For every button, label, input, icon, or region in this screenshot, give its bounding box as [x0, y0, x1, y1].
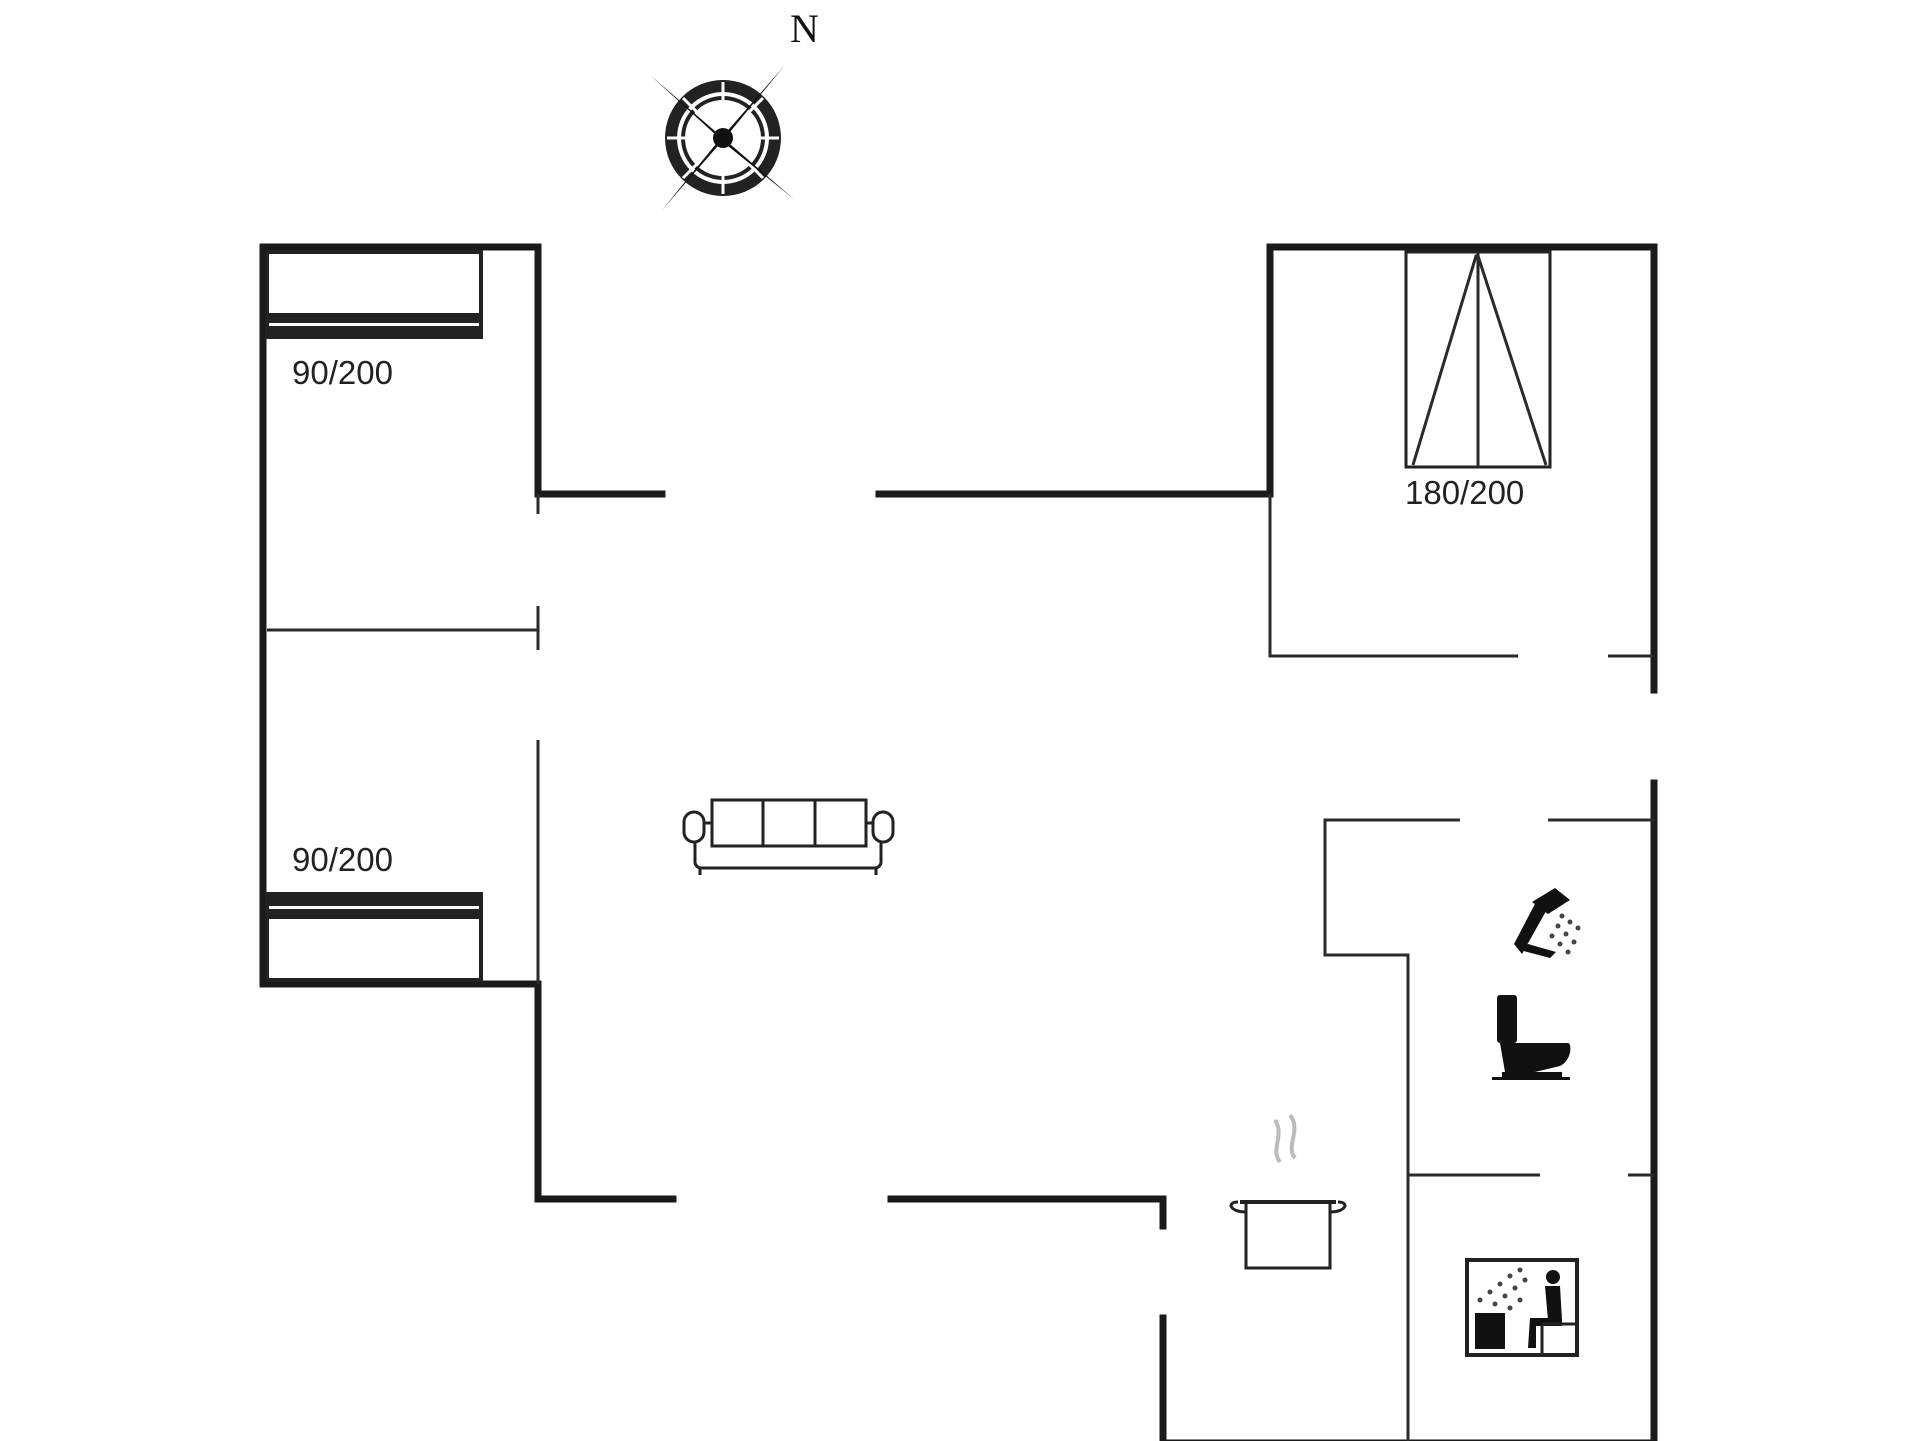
bed-size-label-top-left: 90/200	[292, 354, 393, 391]
bed-top-right	[1404, 250, 1552, 469]
compass-rose-icon	[650, 65, 795, 210]
sofa-icon	[682, 798, 895, 875]
shower-icon	[1514, 888, 1581, 958]
bed-size-label-bottom-left: 90/200	[292, 841, 393, 878]
cooking-pot-icon	[1229, 1113, 1347, 1270]
interior-walls	[267, 494, 1654, 1441]
walls	[259, 243, 1658, 1441]
north-label: N	[790, 6, 819, 51]
bed-bottom-left	[265, 892, 483, 982]
bed-size-label-top-right: 180/200	[1405, 474, 1524, 511]
bed-top-left	[265, 250, 483, 339]
toilet-icon	[1492, 995, 1571, 1080]
sauna-icon	[1465, 1258, 1579, 1357]
